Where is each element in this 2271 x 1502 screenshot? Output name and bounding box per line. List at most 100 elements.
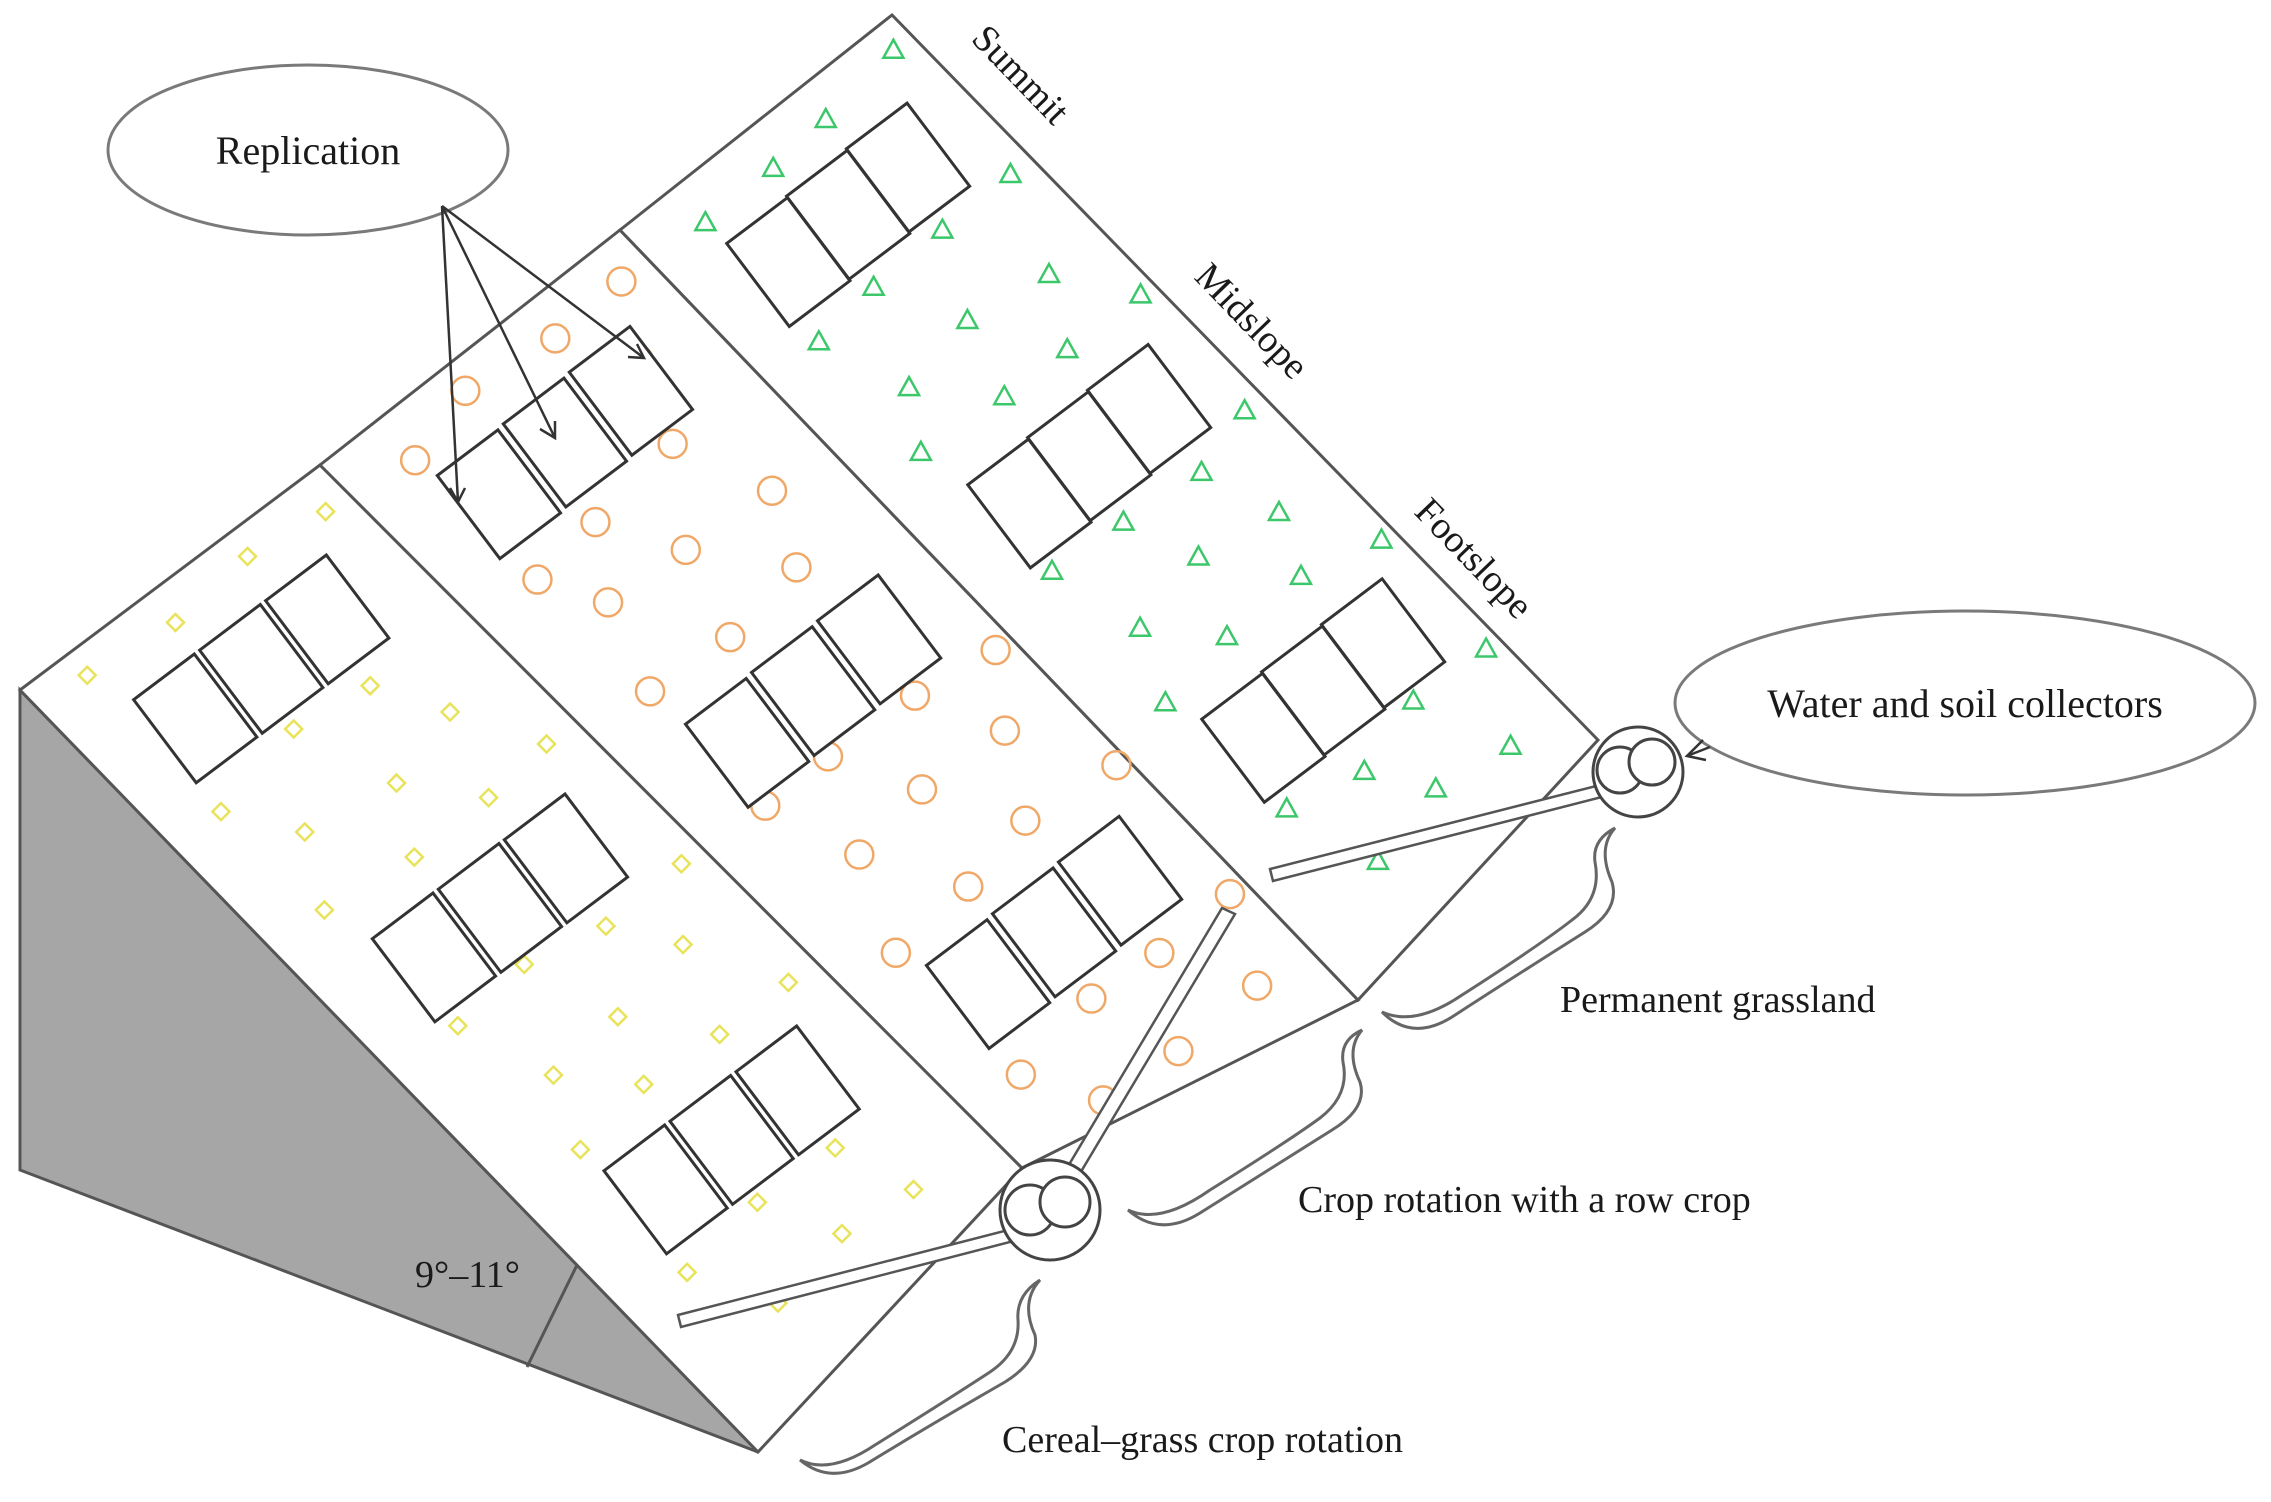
- row-crop-label: Crop rotation with a row crop: [1298, 1179, 1751, 1221]
- cereal-grass-marker: [671, 853, 692, 874]
- grassland-marker: [955, 307, 980, 330]
- row-crop-marker: [1101, 749, 1132, 781]
- grassland-marker: [1498, 733, 1523, 755]
- cereal-grass-marker: [513, 954, 535, 975]
- brace-rowcrop: [1127, 1028, 1364, 1227]
- row-crop-marker: [657, 428, 688, 460]
- grassland-marker: [1036, 261, 1062, 284]
- grassland-marker: [1153, 689, 1178, 712]
- grassland-marker: [1055, 336, 1080, 359]
- plot: [815, 572, 943, 706]
- plot: [667, 1073, 796, 1207]
- plot: [197, 602, 326, 736]
- plot: [733, 1023, 862, 1157]
- row-crop-marker: [540, 323, 571, 354]
- row-crop-marker: [952, 871, 984, 902]
- row-crop-marker: [880, 937, 912, 969]
- permanent-grassland-label: Permanent grassland: [1560, 979, 1876, 1021]
- cereal-grass-marker: [831, 1223, 853, 1244]
- cereal-grass-marker: [210, 801, 232, 822]
- plot: [501, 376, 629, 510]
- grassland-marker: [1288, 563, 1314, 586]
- cereal-grass-marker: [536, 733, 557, 755]
- row-crop-marker: [906, 774, 938, 805]
- cereal-grass-marker: [570, 1139, 591, 1160]
- grassland-marker: [761, 155, 786, 178]
- cereal-grass-marker: [314, 899, 335, 921]
- row-crop-marker: [522, 564, 553, 595]
- replication-label: Replication: [216, 128, 400, 173]
- row-crop-marker: [1163, 1035, 1194, 1067]
- grassland-marker: [1423, 775, 1448, 798]
- grassland-marker: [1401, 687, 1426, 710]
- cereal-grass-marker: [709, 1024, 730, 1045]
- grassland-marker: [992, 383, 1017, 406]
- plot: [263, 552, 392, 686]
- plot: [924, 917, 1052, 1051]
- grassland-marker: [1214, 623, 1240, 646]
- grassland-marker: [896, 374, 922, 397]
- replication-callout: [106, 63, 510, 237]
- row-crop-marker: [714, 621, 746, 653]
- plot: [749, 624, 877, 758]
- collectors-label: Water and soil collectors: [1767, 681, 2163, 726]
- row-crop-marker: [592, 587, 624, 618]
- cereal-grass-marker: [543, 1064, 564, 1086]
- grassland-marker: [1232, 397, 1257, 420]
- collector-lower: [998, 1158, 1102, 1262]
- treatment-braces: [799, 826, 1617, 1475]
- grassland-marker: [1186, 543, 1211, 566]
- plot: [965, 437, 1094, 571]
- plot: [990, 865, 1118, 999]
- row-crop-marker: [756, 475, 788, 506]
- row-crop-marker: [1010, 805, 1041, 836]
- grassland-marker: [693, 209, 718, 232]
- cereal-grass-marker: [294, 821, 316, 843]
- grassland-marker: [1189, 459, 1214, 482]
- row-crop-marker: [399, 445, 431, 476]
- grassland-marker: [861, 274, 886, 297]
- brace-grassland: [1380, 826, 1617, 1030]
- replication-arrows: [440, 205, 647, 505]
- cereal-grass-marker: [747, 1192, 768, 1213]
- plot: [1056, 814, 1184, 948]
- grassland-marker: [1369, 526, 1394, 549]
- grassland-marker: [1365, 848, 1391, 871]
- cereal-grass-marker: [359, 675, 381, 696]
- plot-rectangles: [131, 101, 1447, 1256]
- plot: [1199, 671, 1328, 805]
- grassland-marker: [1473, 635, 1499, 658]
- row-crop-marker: [980, 634, 1011, 666]
- grassland-marker: [1127, 615, 1153, 637]
- row-crop-marker: [580, 506, 611, 538]
- grassland-marker: [930, 217, 955, 239]
- row-crop-marker: [1214, 878, 1246, 910]
- cereal-grass-marker: [595, 915, 617, 937]
- grassland-marker: [813, 106, 838, 129]
- slope-angle-label: 9°–11°: [415, 1254, 520, 1296]
- plot: [436, 841, 564, 975]
- cereal-grass-marker: [404, 846, 425, 868]
- cereal-grass-label: Cereal–grass crop rotation: [1002, 1419, 1403, 1461]
- plot: [683, 676, 811, 810]
- grassland-marker: [998, 161, 1023, 184]
- grassland-marker: [1128, 281, 1153, 304]
- angle-divider: [525, 1262, 580, 1368]
- row-crop-marker: [1241, 970, 1273, 1001]
- row-crop-marker: [1144, 937, 1175, 969]
- row-crop-marker: [844, 839, 875, 870]
- grassland-marker: [1266, 499, 1292, 522]
- plot: [131, 651, 260, 785]
- row-crop-marker: [634, 676, 666, 707]
- row-crop-marker: [781, 552, 812, 583]
- cereal-grass-marker: [237, 546, 258, 567]
- collectors-callout: [1673, 609, 2257, 797]
- cereal-grass-marker: [283, 718, 304, 740]
- cereal-grass-marker: [607, 1006, 629, 1027]
- cereal-grass-marker: [824, 1137, 846, 1159]
- cereal-grass-marker: [676, 1262, 698, 1283]
- cereal-grass-marker: [315, 501, 336, 522]
- plot: [502, 791, 630, 925]
- cereal-grass-marker: [903, 1179, 924, 1200]
